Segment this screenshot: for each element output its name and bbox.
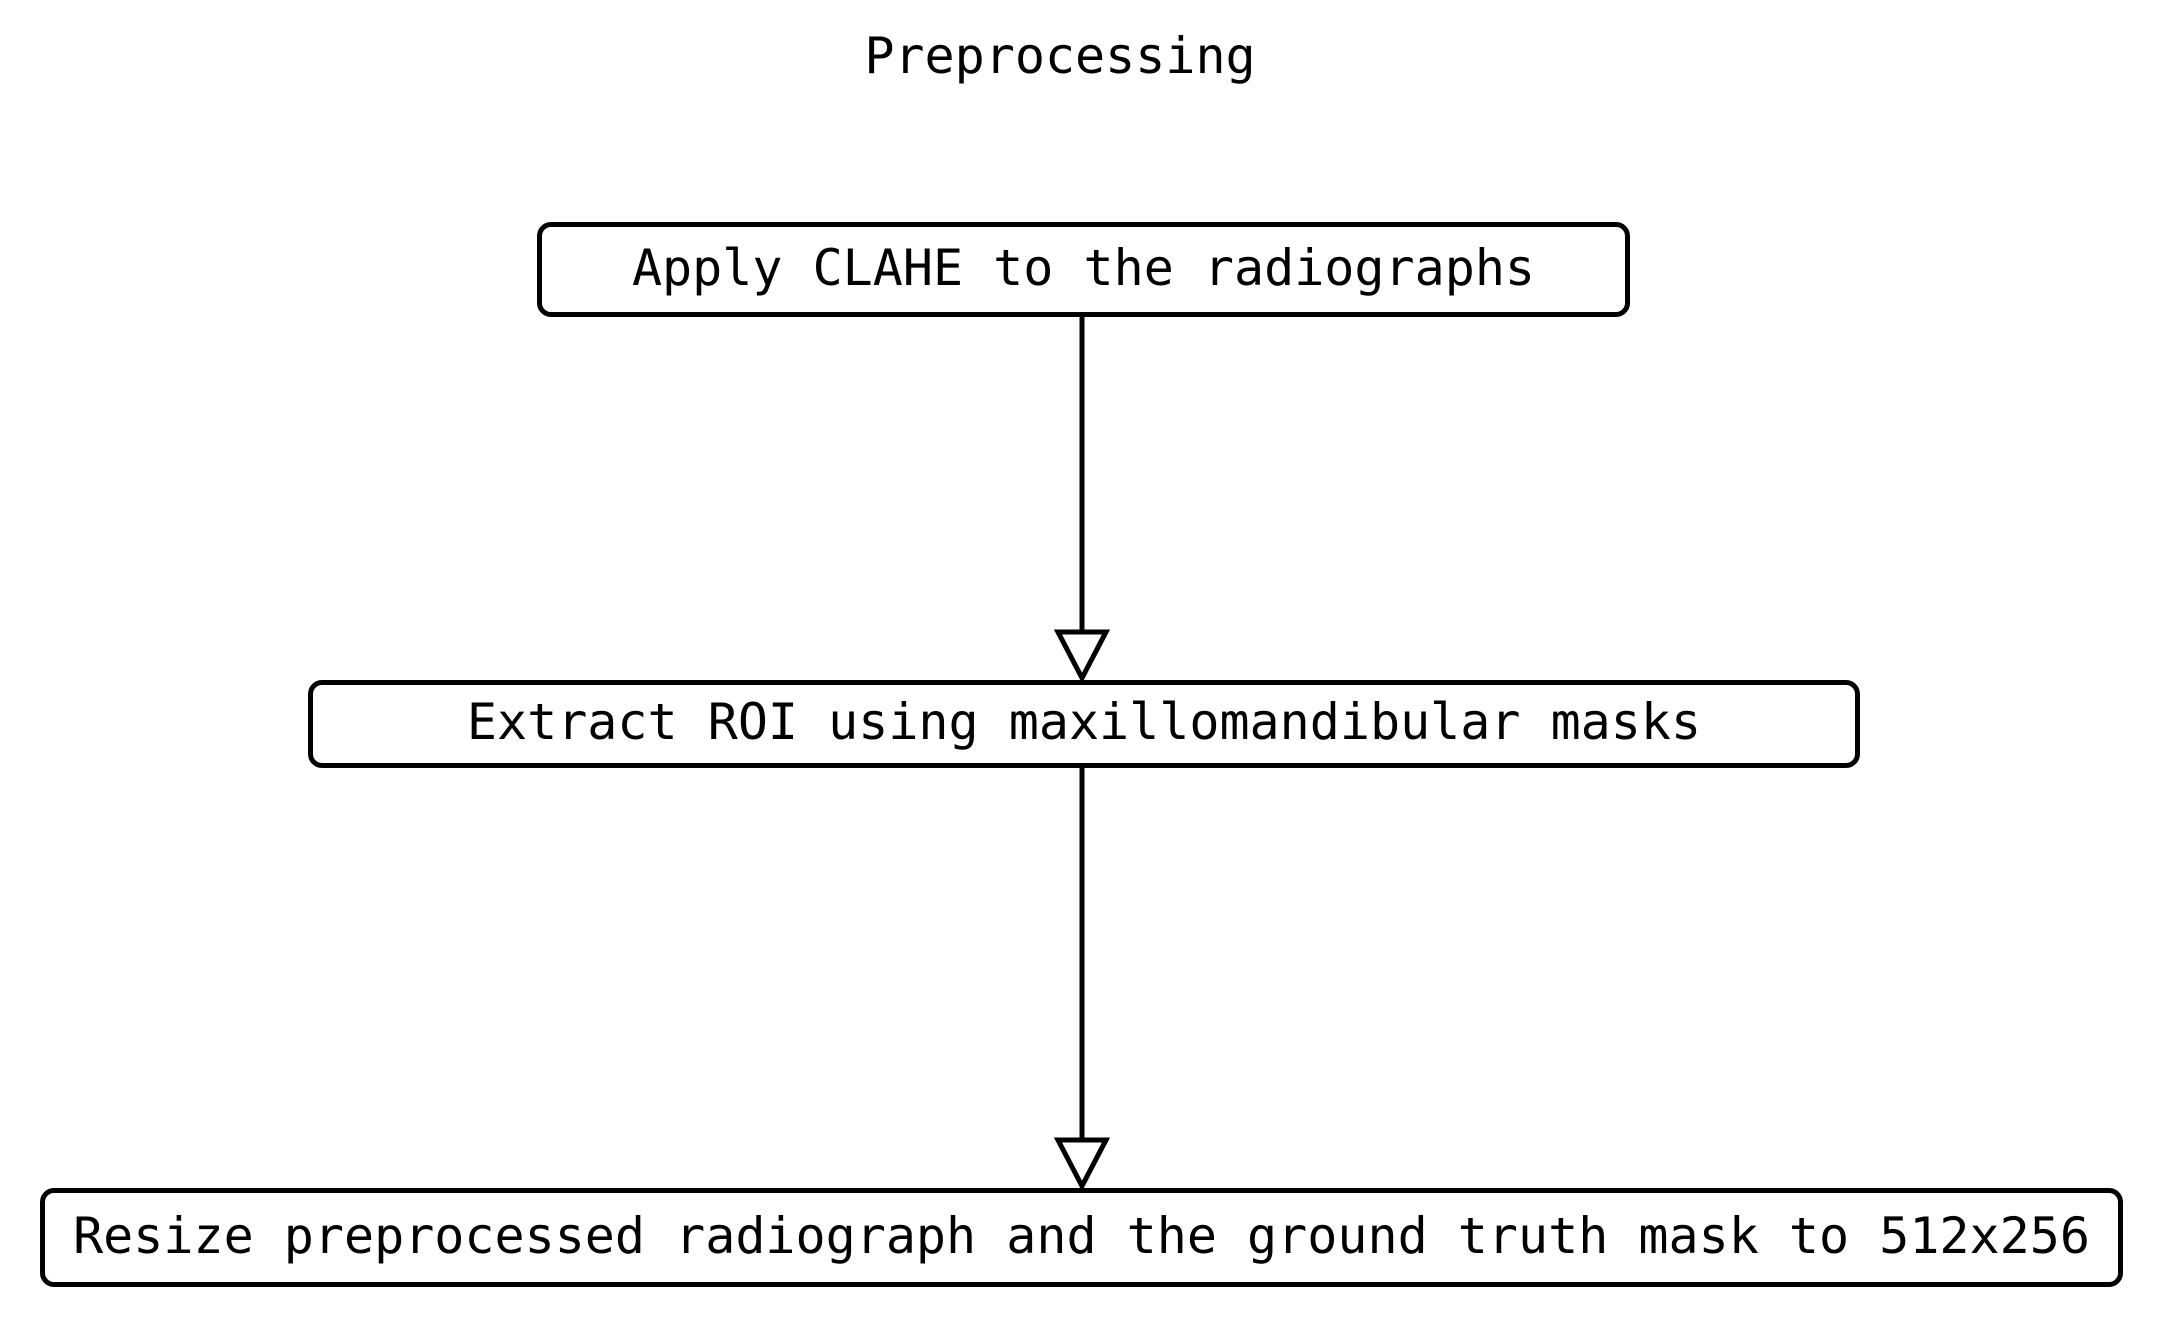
arrow-node1-to-node2 (1053, 317, 1111, 684)
arrow-node2-to-node3 (1053, 768, 1111, 1192)
open-triangle-arrowhead-icon (1053, 629, 1111, 684)
node-extract-roi-label: Extract ROI using maxillomandibular mask… (466, 693, 1702, 751)
node-apply-clahe: Apply CLAHE to the radiographs (537, 222, 1630, 317)
node-apply-clahe-label: Apply CLAHE to the radiographs (631, 238, 1536, 297)
node-resize-512x256-label: Resize preprocessed radiograph and the g… (73, 1206, 2090, 1265)
node-resize-512x256: Resize preprocessed radiograph and the g… (40, 1188, 2123, 1287)
open-triangle-arrowhead-icon (1053, 1137, 1111, 1192)
node-extract-roi: Extract ROI using maxillomandibular mask… (308, 680, 1860, 768)
diagram-title: Preprocessing (864, 27, 1256, 85)
